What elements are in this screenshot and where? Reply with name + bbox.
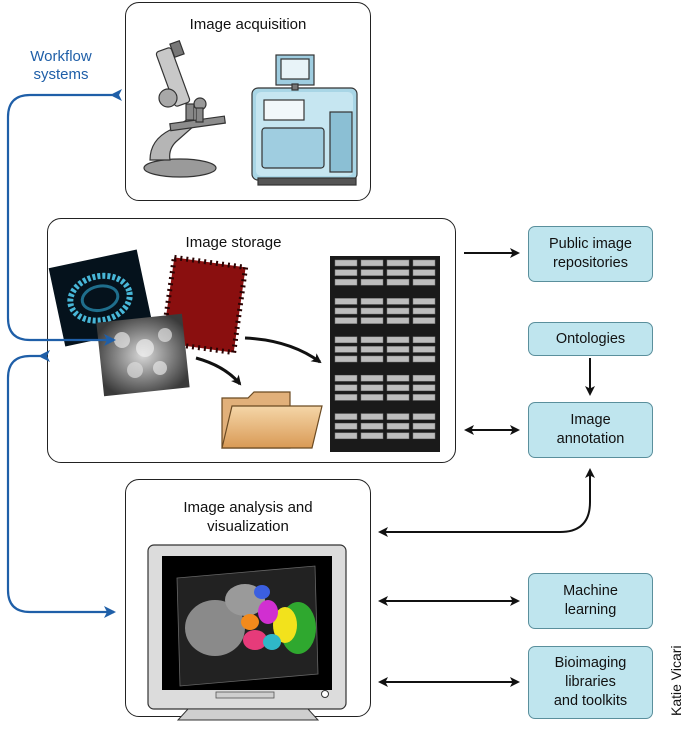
image-analysis-title: Image analysis and visualization	[126, 498, 370, 536]
server-slot	[360, 432, 384, 440]
server-slot	[334, 298, 358, 305]
server-slot	[412, 394, 436, 401]
folder-icon	[221, 391, 323, 449]
server-slot	[360, 374, 384, 382]
3d-volume-render	[176, 565, 319, 687]
server-slot	[386, 384, 410, 392]
ontologies-line1: Ontologies	[555, 330, 626, 347]
bioimaging-line3: and toolkits	[553, 693, 628, 709]
server-slot	[412, 336, 436, 344]
server-slot	[360, 269, 384, 276]
server-slot	[386, 269, 410, 276]
public-image-repositories-box: Public image repositories	[528, 226, 653, 282]
server-slot	[412, 269, 436, 276]
server-slot	[412, 346, 436, 353]
server-slot	[386, 374, 410, 382]
image-annotation-box: Image annotation	[528, 402, 653, 458]
image-analysis-title-line2: visualization	[207, 518, 289, 535]
server-slot	[386, 259, 410, 267]
server-slot	[412, 413, 436, 420]
microscope-icon	[143, 39, 226, 178]
image-storage-title: Image storage	[185, 234, 282, 251]
arrow-images-to-folder	[195, 356, 242, 386]
workflow-label-line2: systems	[33, 66, 89, 83]
workflow-systems-label: Workflow systems	[16, 48, 106, 84]
server-slot	[360, 336, 384, 344]
public-repos-line2: repositories	[553, 255, 628, 271]
server-slot	[360, 384, 384, 392]
server-slot	[386, 307, 410, 315]
arrow-analysis-annotation	[378, 468, 595, 537]
server-slot	[334, 307, 358, 315]
server-slot	[334, 394, 358, 401]
image-analysis-title-line1: Image analysis and	[183, 499, 313, 516]
ontologies-box: Ontologies	[528, 322, 653, 356]
scanner-instrument-icon	[251, 54, 358, 186]
server-slot	[386, 413, 410, 420]
server-slot	[386, 278, 410, 286]
bioimaging-line1: Bioimaging	[554, 655, 627, 671]
server-slot	[386, 298, 410, 305]
workflow-arrow-acquisition-storage	[6, 89, 122, 346]
server-slot	[386, 422, 410, 430]
image-acquisition-title: Image acquisition	[189, 16, 307, 33]
server-slot	[386, 317, 410, 324]
server-slot	[412, 422, 436, 430]
bioimaging-line2: libraries	[565, 674, 616, 690]
public-repos-line1: Public image	[548, 236, 632, 252]
server-slot	[412, 432, 436, 440]
microscopy-image-cells-gray	[96, 313, 190, 397]
server-slot	[386, 432, 410, 440]
server-slot	[334, 355, 358, 363]
server-slot	[386, 336, 410, 344]
server-slot	[360, 355, 384, 363]
server-slot	[334, 384, 358, 392]
server-slot	[360, 317, 384, 324]
server-slot	[386, 346, 410, 353]
server-slot	[412, 278, 436, 286]
server-slot	[360, 298, 384, 305]
server-slot	[334, 336, 358, 344]
arrow-images-to-storage	[244, 336, 322, 364]
server-slot	[412, 298, 436, 305]
server-slot	[334, 432, 358, 440]
server-slot	[334, 422, 358, 430]
bioimaging-libraries-box: Bioimaging libraries and toolkits	[528, 646, 653, 719]
server-slot	[412, 355, 436, 363]
ml-line2: learning	[564, 602, 617, 618]
server-slot	[412, 384, 436, 392]
server-slot	[360, 307, 384, 315]
server-slot	[334, 278, 358, 286]
server-rack-icon	[330, 256, 440, 452]
server-slot	[360, 413, 384, 420]
annotation-line2: annotation	[556, 431, 625, 447]
server-slot	[360, 422, 384, 430]
server-slot	[412, 307, 436, 315]
workflow-arrow-storage-analysis	[6, 350, 116, 618]
server-slot	[360, 346, 384, 353]
server-slot	[334, 374, 358, 382]
ml-line1: Machine	[563, 583, 618, 599]
server-slot	[386, 394, 410, 401]
server-slot	[334, 413, 358, 420]
server-slot	[334, 259, 358, 267]
server-slot	[334, 317, 358, 324]
server-slot	[412, 317, 436, 324]
server-slot	[334, 269, 358, 276]
server-slot	[360, 394, 384, 401]
server-slot	[386, 355, 410, 363]
machine-learning-box: Machine learning	[528, 573, 653, 629]
server-slot	[360, 278, 384, 286]
workflow-label-line1: Workflow	[30, 48, 92, 65]
server-slot	[334, 346, 358, 353]
server-slot	[412, 374, 436, 382]
annotation-line1: Image	[570, 412, 611, 428]
server-slot	[412, 259, 436, 267]
server-slot	[360, 259, 384, 267]
